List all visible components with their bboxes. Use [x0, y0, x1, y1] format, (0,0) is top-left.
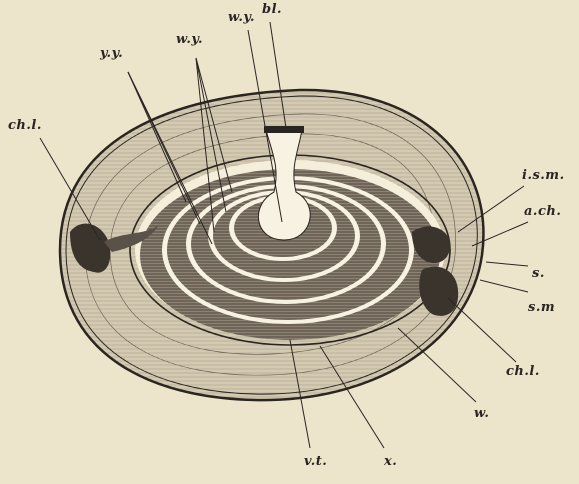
label-yy: y.y.	[100, 46, 123, 61]
blastoderm	[264, 126, 304, 133]
label-ach: a.ch.	[524, 204, 561, 219]
label-x: x.	[384, 454, 397, 469]
label-chl-left: ch.l.	[8, 118, 42, 133]
label-bl: bl.	[262, 2, 282, 17]
label-sm: s.m	[528, 300, 555, 315]
label-ism: i.s.m.	[522, 168, 565, 183]
label-chl-right: ch.l.	[506, 364, 540, 379]
label-s: s.	[532, 266, 545, 281]
label-vt: v.t.	[304, 454, 327, 469]
label-wy-left: w.y.	[176, 32, 203, 47]
label-wy-center: w.y.	[228, 10, 255, 25]
label-w: w.	[474, 406, 489, 421]
